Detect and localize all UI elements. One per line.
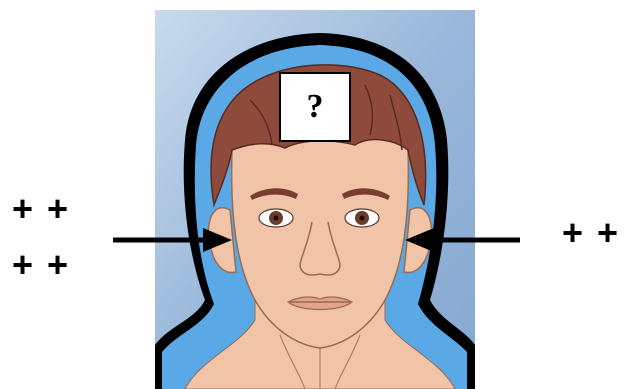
left-charges-bottom: + +	[12, 247, 70, 283]
question-mark: ?	[307, 88, 324, 126]
left-charges-top: + +	[12, 191, 70, 227]
right-charges: + +	[562, 215, 620, 251]
question-box: ?	[279, 72, 351, 142]
right-eye-pupil	[360, 216, 365, 221]
left-eye-pupil	[274, 216, 279, 221]
